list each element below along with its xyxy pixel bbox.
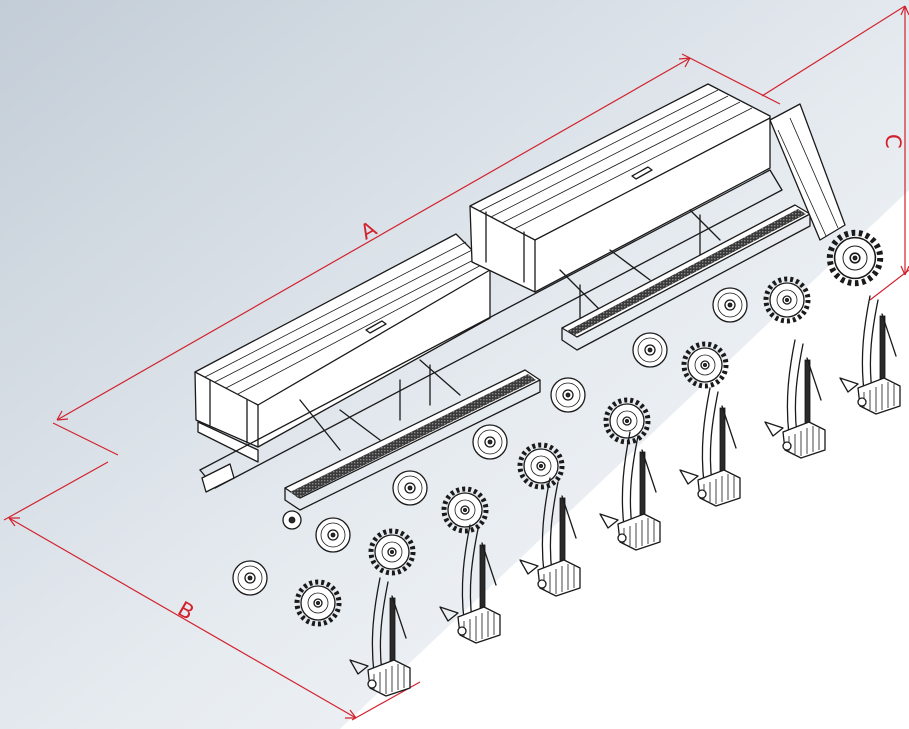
dimension-c-label: C <box>881 134 905 149</box>
platform-left <box>284 369 541 511</box>
frame <box>199 169 783 493</box>
drive-arm <box>769 103 880 283</box>
hopper-left <box>194 233 491 463</box>
seed-drill-machine <box>194 83 901 697</box>
front-wheel-left <box>282 510 302 530</box>
platform-right <box>561 204 811 351</box>
dimension-c: C <box>761 5 909 301</box>
hopper-right <box>469 83 771 293</box>
